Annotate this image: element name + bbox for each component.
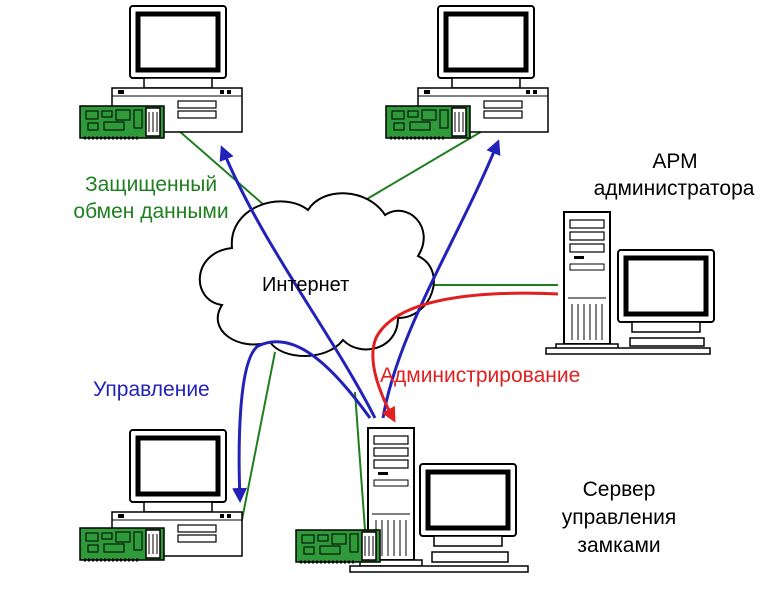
admin-workstation-label-line1: АРМ (652, 150, 698, 173)
admin-workstation (545, 211, 714, 355)
control-label: Управление (93, 378, 210, 401)
workstation-bottom-left (78, 430, 243, 562)
administration-arrow (371, 291, 559, 423)
lock-server-label-line3: замками (577, 534, 661, 557)
admin-workstation-label-line2: администратора (593, 177, 755, 200)
secure-exchange-label-line2: обмен данными (73, 200, 229, 223)
internet-label: Интернет (262, 274, 350, 296)
administration-label: Администрирование (380, 364, 581, 387)
network-links (177, 129, 558, 541)
internet-cloud (198, 192, 435, 357)
workstation-top-left (78, 6, 243, 140)
workstation-top-right (384, 6, 549, 140)
lock-server (294, 427, 529, 573)
lock-server-label-line2: управления (561, 506, 677, 529)
secure-exchange-label-line1: Защищенный (84, 173, 218, 196)
control-arrows (219, 139, 501, 503)
lock-server-label-line1: Сервер (582, 478, 656, 501)
